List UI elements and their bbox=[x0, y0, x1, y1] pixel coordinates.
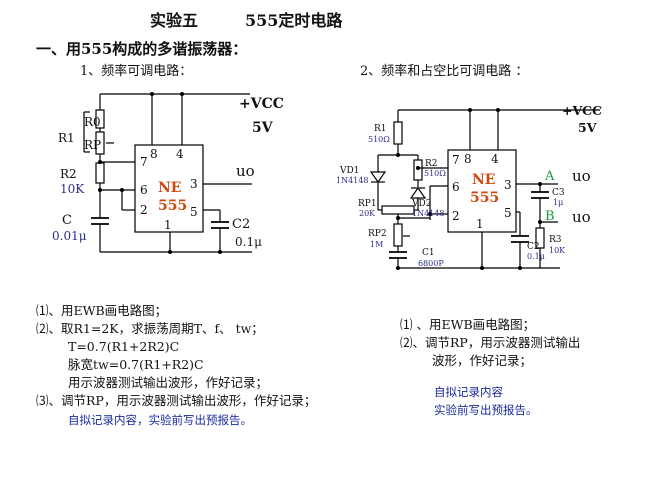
c1-chip-label-bottom: 555 bbox=[158, 198, 187, 214]
c1-c-label: C bbox=[62, 213, 72, 228]
c1-r0-label: R0 bbox=[84, 115, 101, 129]
potentiometer-rp2 bbox=[393, 223, 403, 247]
c1-r1-label: R1 bbox=[58, 131, 75, 145]
note-right-1: 自拟记录内容 bbox=[434, 385, 503, 399]
c2-rp2-value: 1M bbox=[370, 240, 383, 249]
diode-vd2 bbox=[409, 186, 427, 199]
c2-vcc-value: 5V bbox=[578, 120, 597, 135]
c2-c2-label: C2 bbox=[527, 242, 540, 252]
subheading-circuit-2: 2、频率和占空比可调电路 ： bbox=[360, 64, 529, 79]
task-right-3: 波形，作好记录； bbox=[432, 353, 533, 368]
c2-c1-value: 6800P bbox=[418, 259, 444, 268]
task-left-4: 脉宽tw=0.7(R1+R2)C bbox=[68, 357, 204, 372]
c1-pin2: 2 bbox=[140, 203, 148, 217]
c2-r3-value: 10K bbox=[549, 246, 566, 255]
resistor-r2 bbox=[95, 162, 105, 184]
c1-r2-label: R2 bbox=[60, 167, 77, 181]
c2-c3-label: C3 bbox=[552, 188, 565, 198]
c1-c2-value: 0.1μ bbox=[235, 235, 262, 249]
c2-pin7: 7 bbox=[452, 153, 460, 167]
note-left: 自拟记录内容，实验前写出预报告。 bbox=[68, 413, 252, 427]
c2-r1-label: R1 bbox=[374, 124, 387, 134]
c2-vd1-value: 1N4148 bbox=[336, 176, 368, 185]
c2-r2-value: 510Ω bbox=[424, 169, 446, 178]
c2-node-a: A bbox=[544, 169, 555, 184]
c1-pin1: 1 bbox=[164, 218, 172, 232]
c2-c2-value: 0.1μ bbox=[527, 252, 545, 261]
task-right-1: ⑴ 、用EWB画电路图； bbox=[400, 317, 536, 332]
c1-c2-label: C2 bbox=[232, 217, 250, 232]
ne555-chip-1 bbox=[134, 144, 204, 233]
task-left-2: ⑵、取R1=2K，求振荡周期T、f、 tw； bbox=[36, 321, 264, 336]
c2-vd1-label: VD1 bbox=[339, 166, 359, 176]
c2-output-a-label: uo bbox=[572, 167, 591, 185]
c2-vcc-label: +VCC bbox=[562, 103, 602, 118]
c1-pin6: 6 bbox=[140, 183, 148, 197]
c2-vd2-label: VD2 bbox=[411, 199, 431, 209]
c1-pin8: 8 bbox=[150, 147, 158, 161]
c2-pin1: 1 bbox=[476, 217, 484, 231]
task-left-3: T=0.7(R1+2R2)C bbox=[68, 339, 180, 354]
diode-vd1 bbox=[369, 171, 387, 184]
task-left-1: ⑴、用EWB画电路图； bbox=[36, 303, 168, 318]
c2-rp2-label: RP2 bbox=[368, 229, 387, 239]
c1-vcc-label: +VCC bbox=[239, 96, 284, 112]
c2-chip-label-top: NE bbox=[472, 172, 495, 188]
task-right-2: ⑵、调节RP，用示波器测试输出 bbox=[400, 335, 581, 350]
c1-pin5: 5 bbox=[190, 205, 198, 219]
title-experiment-name: 555定时电路 bbox=[245, 11, 343, 30]
c1-c-value: 0.01μ bbox=[52, 229, 87, 243]
c2-rp1-label: RP1 bbox=[358, 199, 377, 209]
c2-node-b: B bbox=[545, 209, 555, 224]
c2-pin2: 2 bbox=[452, 209, 460, 223]
title-experiment-number: 实验五 bbox=[150, 11, 199, 30]
junction-dots bbox=[98, 92, 542, 270]
potentiometer-rp1 bbox=[381, 205, 415, 215]
circuit-1-wiring bbox=[83, 93, 252, 253]
c2-vd2-value: 1N4148 bbox=[412, 209, 444, 218]
c2-r1-value: 510Ω bbox=[368, 135, 390, 144]
c2-pin3: 3 bbox=[504, 178, 512, 192]
subheading-circuit-1: 1、频率可调电路： bbox=[80, 64, 193, 79]
c2-pin6: 6 bbox=[452, 180, 460, 194]
c2-pin4: 4 bbox=[491, 152, 499, 166]
task-left-5: 用示波器测试输出波形，作好记录； bbox=[68, 375, 269, 390]
circuit-2-wiring bbox=[369, 109, 600, 269]
resistor-r1-c2 bbox=[393, 121, 403, 145]
c1-pin7: 7 bbox=[140, 155, 148, 169]
c1-output-label: uo bbox=[236, 162, 255, 180]
c2-chip-label-bottom: 555 bbox=[470, 190, 499, 206]
note-right-2: 实验前写出预报告。 bbox=[434, 403, 538, 417]
c1-chip-label-top: NE bbox=[158, 180, 181, 196]
c2-pin8: 8 bbox=[464, 152, 472, 166]
c1-vcc-value: 5V bbox=[252, 120, 274, 136]
c1-r2-value: 10K bbox=[60, 182, 85, 196]
c2-rp1-value: 20K bbox=[359, 209, 376, 218]
c2-r2-label: R2 bbox=[425, 159, 438, 169]
c1-rp-label: RP bbox=[84, 138, 101, 152]
c2-c3-value: 1μ bbox=[553, 198, 563, 207]
task-left-6: ⑶、调节RP，用示波器测试输出波形，作好记录； bbox=[36, 393, 317, 408]
c2-r3-label: R3 bbox=[549, 235, 562, 245]
c2-output-b-label: uo bbox=[572, 208, 591, 226]
c2-c1-label: C1 bbox=[422, 248, 435, 258]
c1-pin4: 4 bbox=[176, 147, 184, 161]
c1-pin3: 3 bbox=[190, 177, 198, 191]
c2-pin5: 5 bbox=[504, 206, 512, 220]
section-heading: 一、用555构成的多谐振荡器： bbox=[36, 40, 248, 58]
